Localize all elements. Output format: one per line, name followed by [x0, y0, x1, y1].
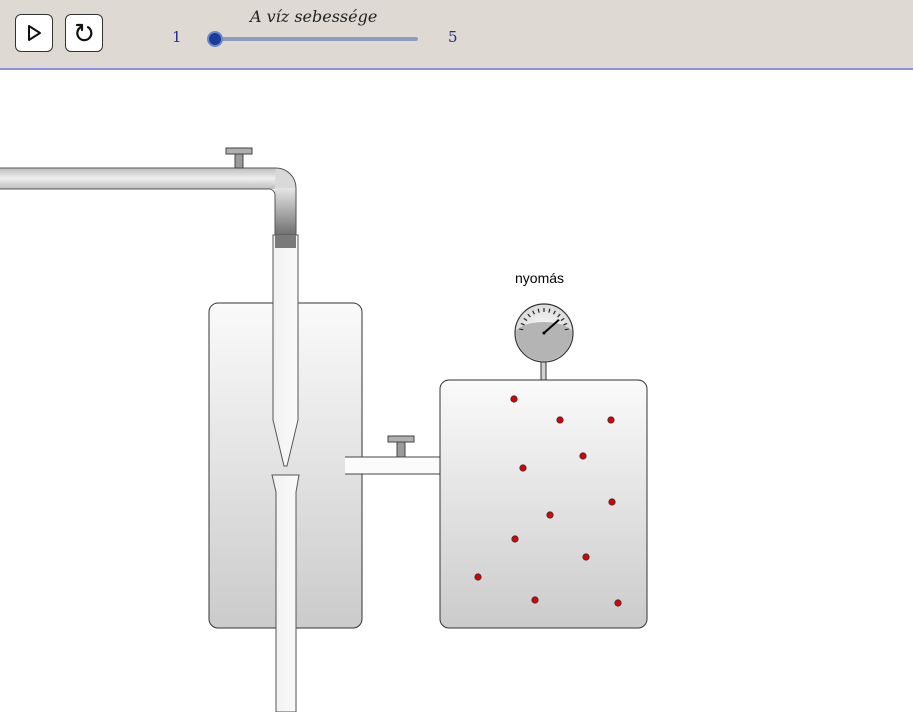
reset-icon	[75, 23, 93, 42]
gauge-tick	[557, 313, 561, 318]
pressure-gauge-icon	[514, 303, 574, 381]
speed-slider[interactable]	[215, 37, 418, 41]
gauge-tick	[560, 317, 565, 322]
gauge-tick	[548, 308, 551, 313]
venturi-nozzle	[271, 234, 300, 712]
air-particle	[614, 599, 622, 607]
air-particle	[607, 416, 615, 424]
supply-pipe	[0, 167, 297, 235]
air-particle	[546, 511, 554, 519]
gauge-tick	[523, 317, 528, 322]
air-particle	[556, 416, 564, 424]
gauge-tick	[564, 328, 569, 331]
gauge-label: nyomás	[515, 270, 565, 286]
air-particle	[510, 395, 518, 403]
air-particle	[511, 535, 519, 543]
speed-slider-thumb[interactable]	[207, 31, 223, 47]
air-particle	[582, 553, 590, 561]
slider-min-label: 1	[172, 28, 182, 46]
gauge-needle	[543, 319, 560, 334]
air-particle	[519, 464, 527, 472]
toolbar: A víz sebessége 1 5	[0, 0, 913, 70]
gauge-tick	[563, 322, 568, 326]
gauge-tick	[537, 308, 540, 313]
play-icon	[28, 25, 41, 41]
connecting-tube	[345, 456, 441, 475]
gauge-tick	[532, 310, 536, 315]
apparatus-scene	[0, 147, 648, 712]
air-particles	[474, 395, 622, 607]
gauge-tick	[519, 328, 524, 331]
air-particle	[579, 452, 587, 460]
valve-handle-icon[interactable]	[387, 435, 415, 458]
slider-title: A víz sebessége	[250, 7, 378, 26]
gauge-tick	[552, 310, 556, 315]
valve-handle-icon[interactable]	[225, 147, 253, 169]
air-particle	[474, 573, 482, 581]
play-button[interactable]	[15, 14, 53, 52]
gauge-tick	[520, 322, 525, 326]
gauge-tick	[527, 313, 531, 318]
air-particle	[608, 498, 616, 506]
air-particle	[531, 596, 539, 604]
slider-max-label: 5	[448, 28, 458, 46]
right-air-tank	[439, 379, 648, 629]
reset-button[interactable]	[65, 14, 103, 52]
